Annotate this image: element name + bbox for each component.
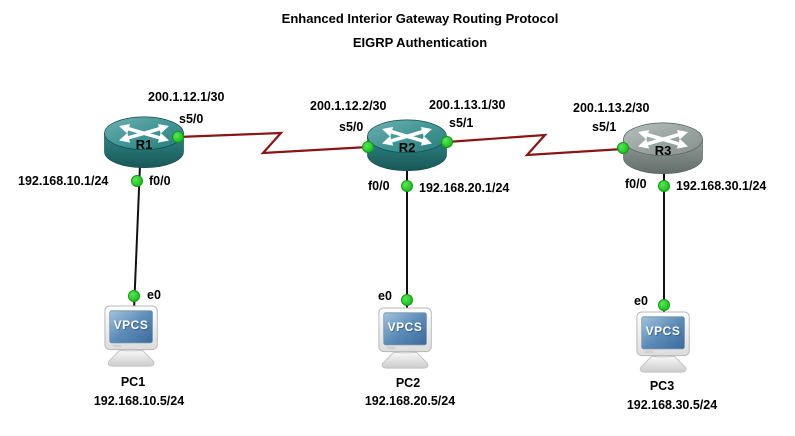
r2-lan-ip-label: 192.168.20.1/24 (419, 181, 510, 195)
port-dot-r3-s5-1 (617, 142, 629, 154)
pc-monitor-icon (100, 305, 168, 369)
router-r3-label: R3 (654, 143, 672, 158)
pc2-ip-label: 192.168.20.5/24 (364, 394, 456, 408)
port-dot-pc3-e0 (658, 299, 670, 311)
pc3-screen-label: VPCS (645, 324, 681, 338)
r1-serial-ip-label: 200.1.12.1/30 (148, 90, 225, 104)
port-dot-r1-s5-0 (172, 131, 184, 143)
serial-link-r2-r3[interactable] (446, 133, 624, 157)
pc-monitor-icon (632, 311, 700, 375)
pc-pc3[interactable]: VPCS (632, 311, 700, 375)
router-r1-label: R1 (135, 137, 153, 152)
pc3-ip-label: 192.168.30.5/24 (626, 398, 718, 412)
router-r2[interactable]: R2 (365, 116, 449, 175)
pc1-name-label: PC1 (120, 375, 146, 389)
ethernet-link-r1-pc1[interactable] (133, 164, 141, 311)
r2-serial-right-ip-label: 200.1.13.1/30 (429, 98, 506, 112)
pc2-screen-label: VPCS (387, 320, 423, 334)
serial-link-r1-r2[interactable] (177, 131, 369, 155)
pc1-screen-label: VPCS (113, 318, 149, 332)
pc1-nic-label: e0 (147, 288, 161, 302)
r3-serial-ip-label: 200.1.13.2/30 (573, 101, 650, 115)
router-r3[interactable]: R3 (621, 119, 705, 178)
r3-lan-if-label: f0/0 (625, 177, 647, 191)
port-dot-r1-f0-0 (131, 175, 143, 187)
r1-lan-if-label: f0/0 (149, 174, 171, 188)
diagram-title-line1: Enhanced Interior Gateway Routing Protoc… (281, 11, 559, 26)
port-dot-pc1-e0 (128, 290, 140, 302)
port-dot-r2-s5-1 (441, 136, 453, 148)
pc2-nic-label: e0 (378, 289, 392, 303)
pc-pc1[interactable]: VPCS (100, 305, 168, 369)
port-dot-r3-f0-0 (658, 180, 670, 192)
r2-serial-left-if-label: s5/0 (339, 120, 364, 134)
r2-serial-left-ip-label: 200.1.12.2/30 (310, 99, 387, 113)
pc2-name-label: PC2 (395, 376, 421, 390)
pc3-name-label: PC3 (649, 379, 675, 393)
pc-pc2[interactable]: VPCS (374, 307, 442, 371)
router-r1[interactable]: R1 (102, 113, 186, 172)
pc1-ip-label: 192.168.10.5/24 (93, 394, 185, 408)
port-dot-r2-s5-0 (362, 141, 374, 153)
diagram-title-line2: EIGRP Authentication (352, 35, 488, 50)
pc-monitor-icon (374, 307, 442, 371)
r1-lan-ip-label: 192.168.10.1/24 (18, 174, 109, 188)
port-dot-pc2-e0 (401, 294, 413, 306)
r3-serial-if-label: s5/1 (592, 120, 617, 134)
r1-serial-if-label: s5/0 (179, 112, 204, 126)
pc3-nic-label: e0 (634, 294, 648, 308)
r2-serial-right-if-label: s5/1 (449, 116, 474, 130)
port-dot-r2-f0-0 (401, 180, 413, 192)
router-r2-label: R2 (398, 140, 416, 155)
r3-lan-ip-label: 192.168.30.1/24 (676, 179, 767, 193)
r2-lan-if-label: f0/0 (368, 179, 390, 193)
